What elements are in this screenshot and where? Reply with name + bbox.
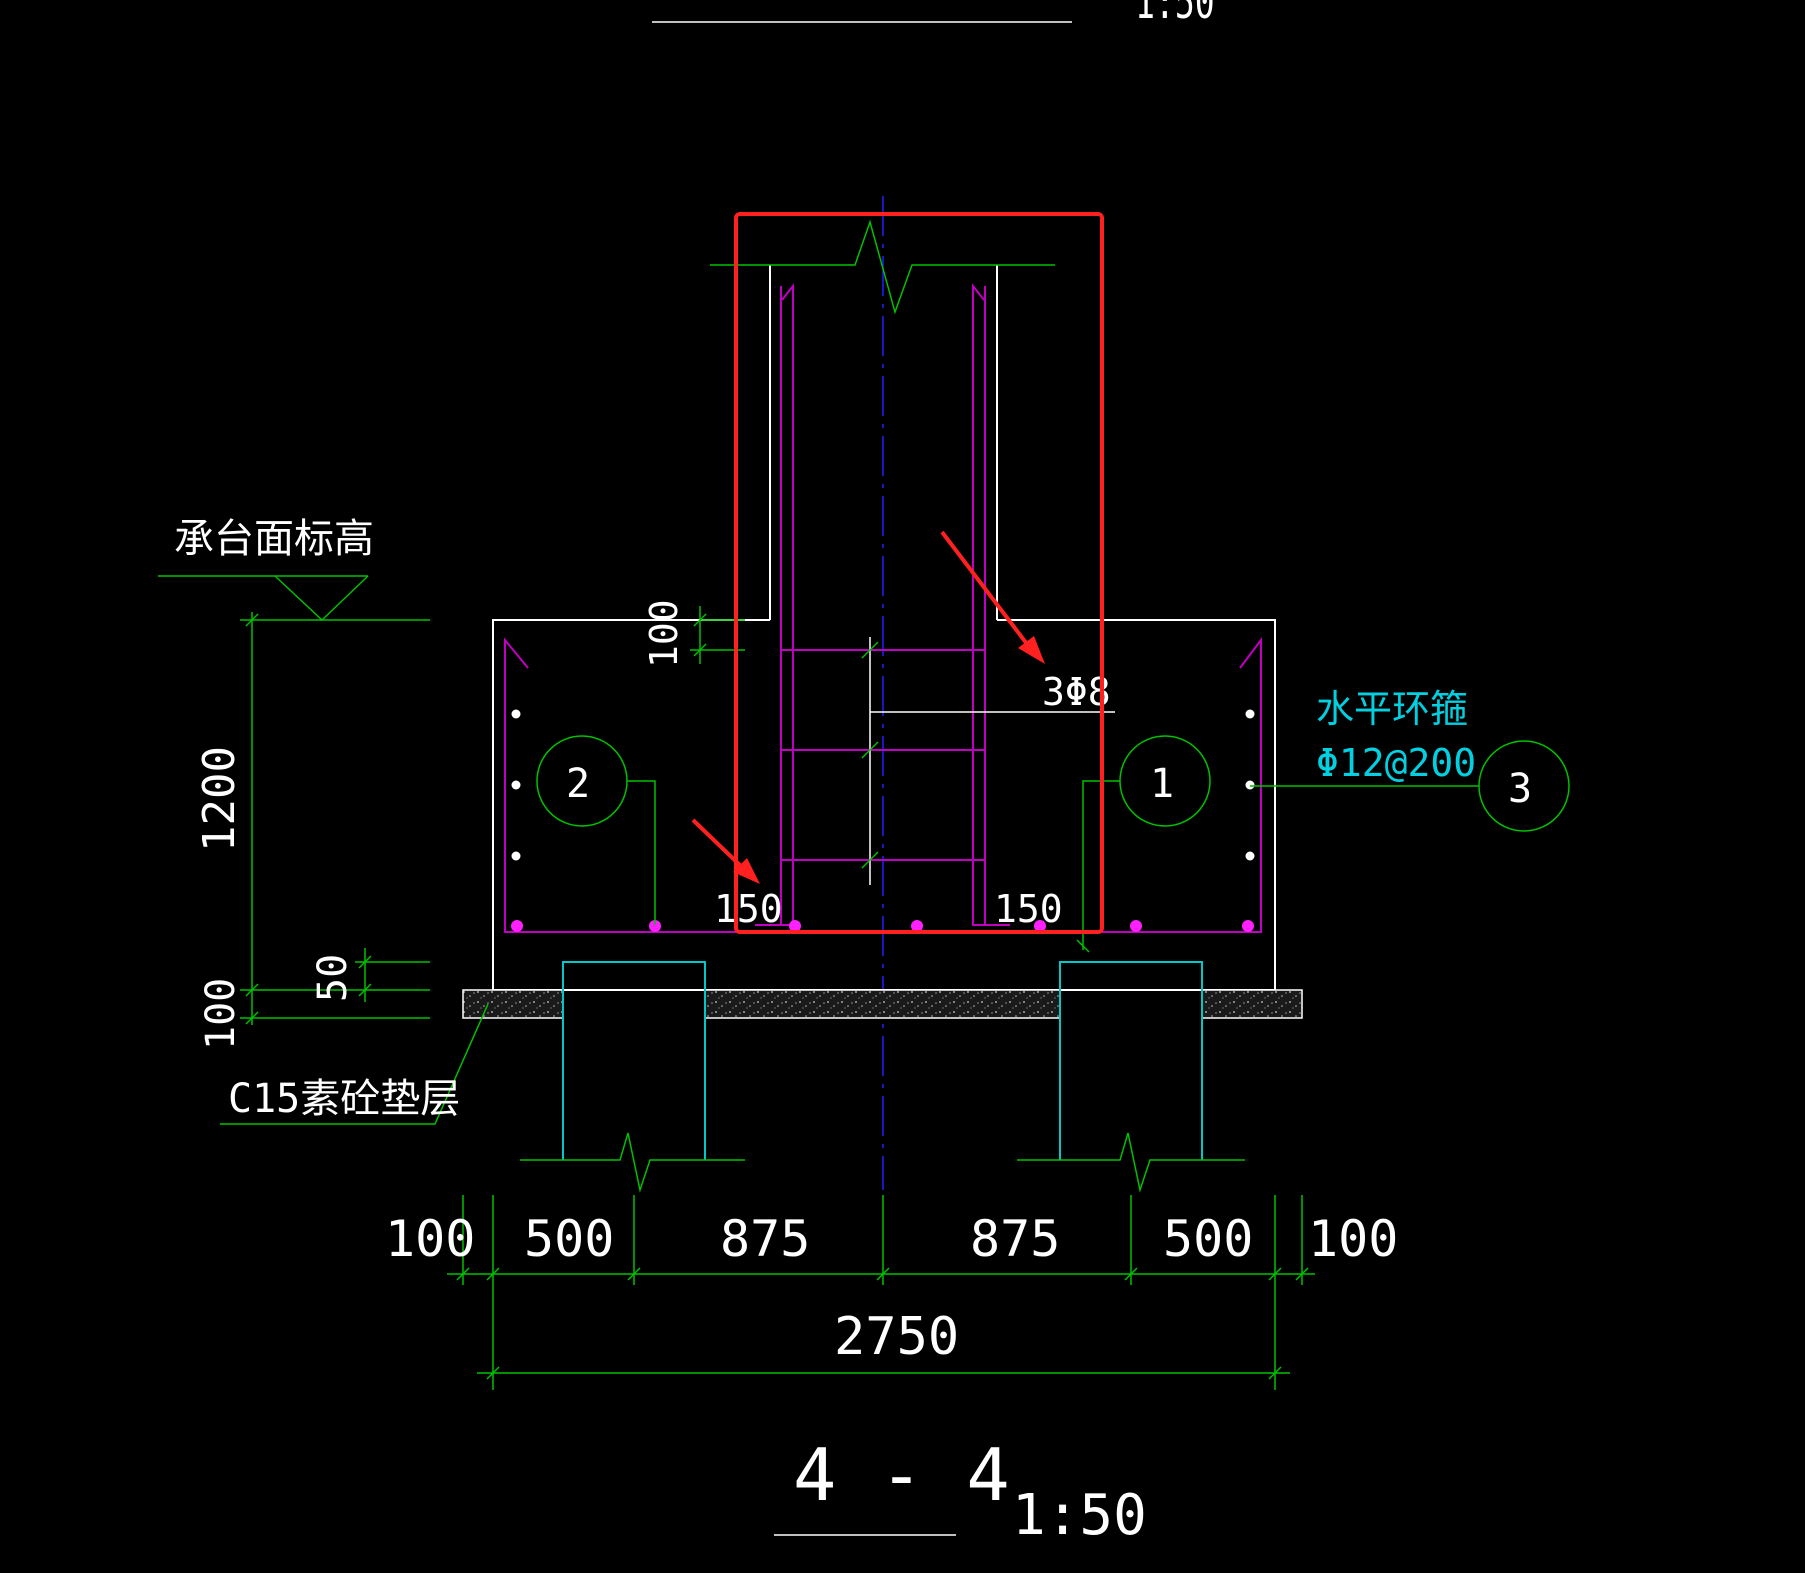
column-break-line bbox=[710, 219, 1055, 315]
left-vertical-dimensions bbox=[240, 612, 430, 1025]
horizontal-hoop-spec: Φ12@200 bbox=[1316, 741, 1476, 785]
cushion-layer bbox=[462, 989, 1303, 1019]
anchorage-right-label: 150 bbox=[994, 887, 1063, 931]
cap-height-label: 1200 bbox=[194, 746, 245, 852]
callout-1-label: 1 bbox=[1150, 761, 1174, 807]
highlight-arrow-stirrup bbox=[940, 530, 1045, 664]
bottom-dimension-lines bbox=[447, 1195, 1315, 1390]
stirrup-dimension bbox=[869, 637, 1115, 885]
bottom-rebar-dots bbox=[511, 920, 1254, 932]
stirrup-label: 3Φ8 bbox=[1042, 670, 1111, 714]
dim-total: 2750 bbox=[834, 1307, 959, 1367]
callout-1: 1 bbox=[1076, 735, 1211, 953]
cap-elevation-symbol bbox=[158, 575, 430, 622]
highlight-arrow-anchorage bbox=[691, 818, 760, 884]
column-outline bbox=[769, 265, 998, 620]
dim-bottom-2: 500 bbox=[524, 1210, 614, 1268]
stirrup-ticks bbox=[861, 641, 879, 869]
pile-left bbox=[562, 961, 706, 1160]
highlight-box bbox=[734, 212, 1104, 934]
callout-2-label: 2 bbox=[566, 761, 590, 807]
pile-right bbox=[1059, 961, 1203, 1160]
cap-elevation-label: 承台面标高 bbox=[174, 516, 374, 562]
section-title: 4 - 4 bbox=[793, 1433, 1010, 1517]
pile-right-break bbox=[1017, 1132, 1245, 1193]
section-title-block: 4 - 4 1:50 bbox=[774, 1433, 1147, 1548]
dim-bottom-5: 500 bbox=[1163, 1210, 1253, 1268]
side-rebar-dots bbox=[511, 709, 1255, 861]
callout-2: 2 bbox=[536, 735, 656, 925]
callout-3: 3 bbox=[1250, 740, 1570, 832]
callout-3-label: 3 bbox=[1508, 766, 1532, 812]
anchorage-left-label: 150 bbox=[714, 887, 783, 931]
dim-bottom-3: 875 bbox=[720, 1210, 810, 1268]
horizontal-hoop-label: 水平环箍 bbox=[1316, 687, 1468, 731]
cushion-label: C15素砼垫层 bbox=[228, 1076, 460, 1122]
dim-bottom-6: 100 bbox=[1308, 1210, 1398, 1268]
cushion-leader bbox=[220, 1003, 489, 1125]
column-cover-label: 100 bbox=[642, 599, 686, 668]
section-scale: 1:50 bbox=[1012, 1483, 1147, 1548]
pile-left-break bbox=[520, 1132, 745, 1193]
dim-bottom-4: 875 bbox=[970, 1210, 1060, 1268]
cushion-dim-label: 100 bbox=[198, 978, 244, 1050]
previous-section-title: 1:50 bbox=[652, 0, 1215, 29]
dim-bottom-1: 100 bbox=[385, 1210, 475, 1268]
previous-section-scale: 1:50 bbox=[1135, 0, 1215, 29]
pile-embed-label: 50 bbox=[310, 954, 356, 1002]
